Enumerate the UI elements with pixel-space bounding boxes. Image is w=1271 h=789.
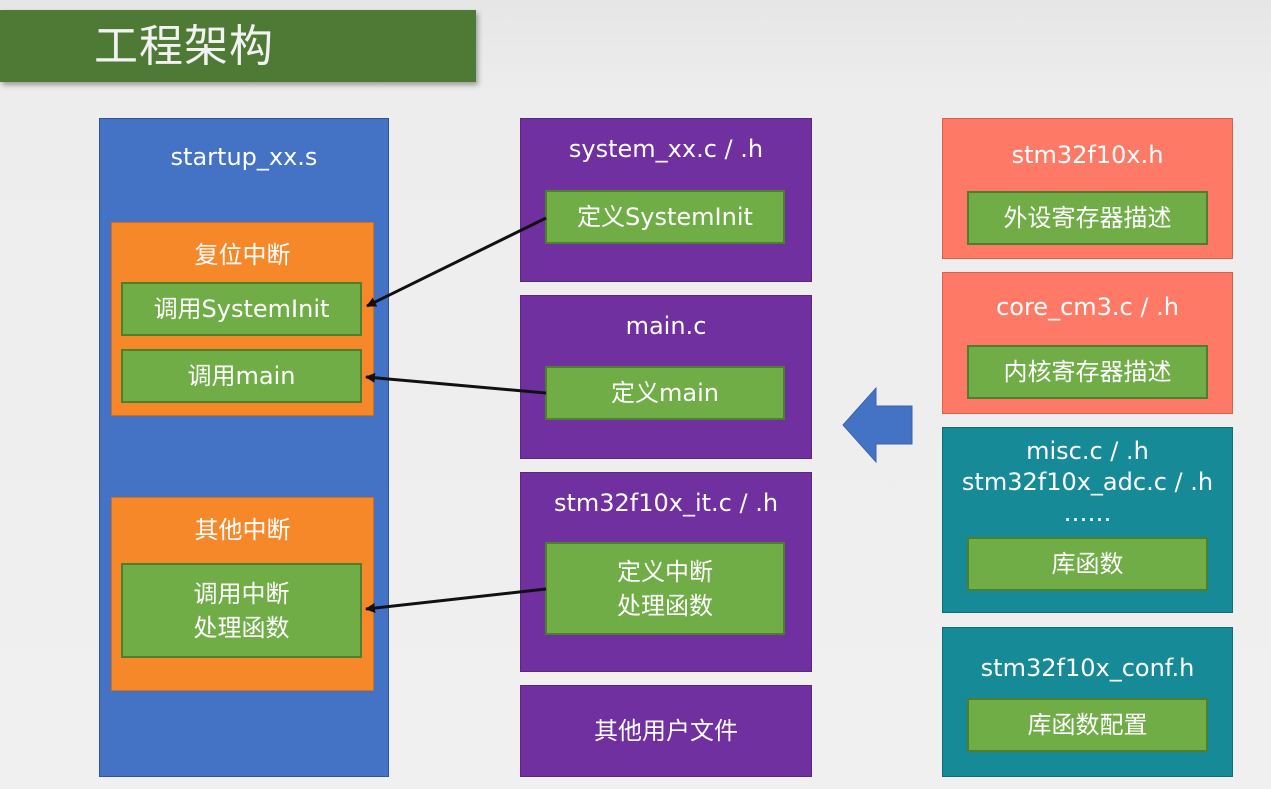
define-systeminit-label: 定义SystemInit: [577, 203, 753, 231]
arrow-systeminit-to-call: [366, 216, 547, 308]
library-functions-box: 库函数: [967, 537, 1208, 591]
define-handler-label: 定义中断 处理函数: [617, 557, 713, 620]
other-user-files-title: 其他用户文件: [594, 717, 738, 745]
title-banner: 工程架构: [0, 10, 476, 82]
define-main-box: 定义main: [545, 366, 785, 420]
startup-file-title: startup_xx.s: [170, 143, 318, 171]
conf-file-title: stm32f10x_conf.h: [980, 654, 1195, 682]
peripheral-register-box: 外设寄存器描述: [967, 191, 1208, 245]
arrow-handler-to-call: [365, 587, 547, 613]
stm32-header-title: stm32f10x.h: [1011, 141, 1164, 169]
other-user-files-box: 其他用户文件: [520, 685, 812, 777]
call-handler-label: 调用中断 处理函数: [193, 579, 290, 642]
library-config-label: 库函数配置: [1027, 711, 1148, 739]
core-register-label: 内核寄存器描述: [1003, 358, 1172, 386]
interrupt-file-title: stm32f10x_it.c / .h: [553, 489, 779, 517]
library-import-arrow-icon: [842, 386, 913, 464]
core-register-box: 内核寄存器描述: [967, 345, 1208, 399]
call-main-label: 调用main: [187, 362, 296, 390]
other-interrupt-title: 其他中断: [194, 516, 291, 544]
main-file-title: main.c: [625, 312, 707, 340]
system-file-title: system_xx.c / .h: [568, 135, 764, 163]
define-main-label: 定义main: [611, 379, 719, 407]
library-config-box: 库函数配置: [967, 698, 1208, 752]
library-files-title: misc.c / .h stm32f10x_adc.c / .h ……: [961, 437, 1214, 527]
core-file-title: core_cm3.c / .h: [996, 293, 1179, 321]
call-systeminit-box: 调用SystemInit: [121, 282, 362, 336]
reset-interrupt-title: 复位中断: [194, 241, 291, 269]
arrow-main-to-call: [365, 372, 547, 395]
define-systeminit-box: 定义SystemInit: [545, 190, 785, 244]
define-handler-box: 定义中断 处理函数: [545, 542, 785, 635]
call-systeminit-label: 调用SystemInit: [153, 295, 330, 323]
call-handler-box: 调用中断 处理函数: [121, 563, 362, 658]
library-functions-label: 库函数: [1051, 550, 1124, 578]
page-title: 工程架构: [94, 21, 274, 72]
call-main-box: 调用main: [121, 349, 362, 403]
peripheral-register-label: 外设寄存器描述: [1003, 204, 1172, 232]
